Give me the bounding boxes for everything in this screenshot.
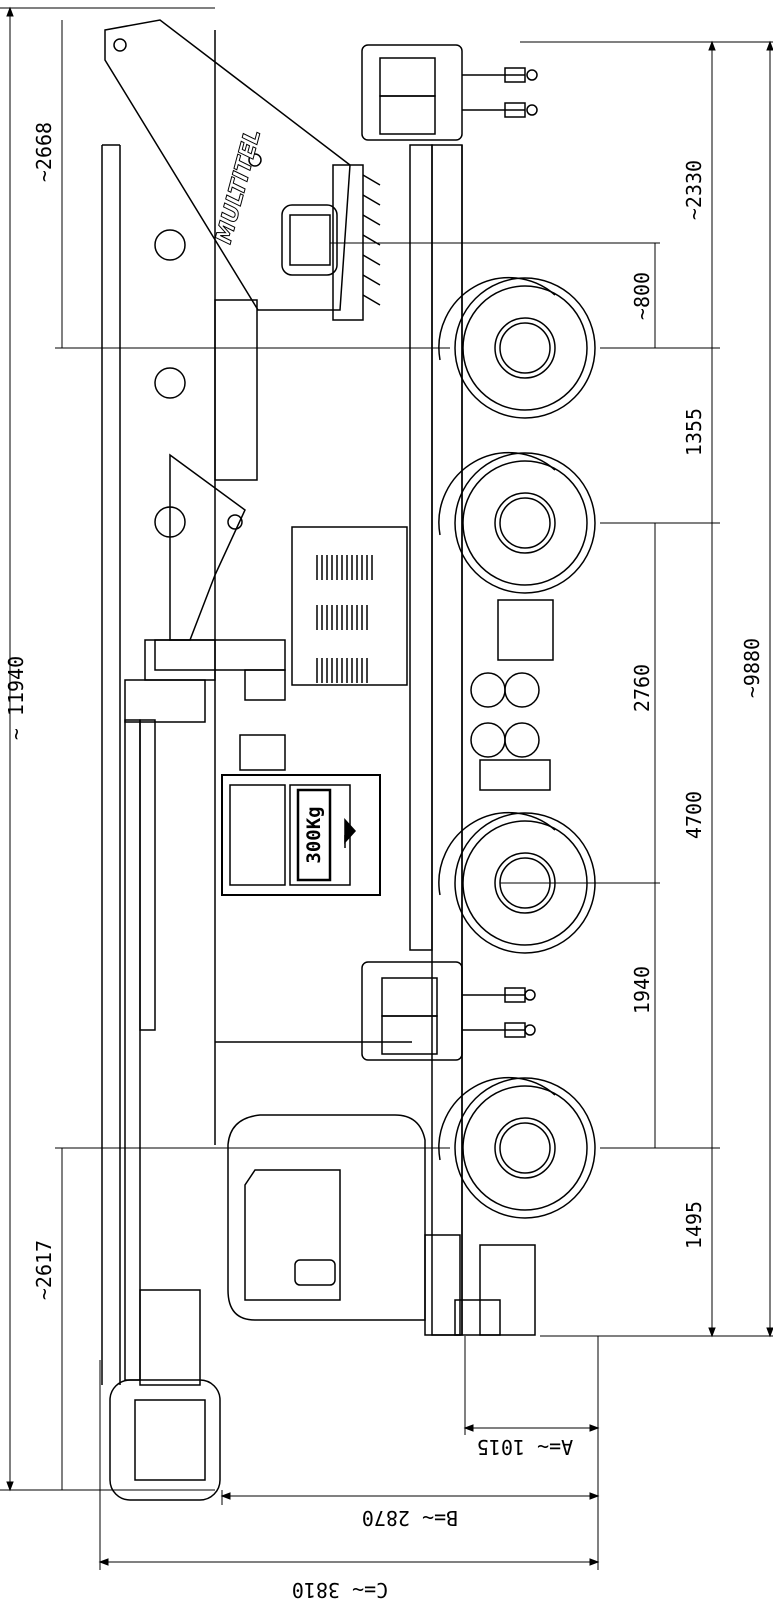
air-tanks (470, 599, 554, 791)
multitel-logo: MULTITEL (211, 126, 267, 247)
chassis-frame (214, 30, 463, 1336)
offset-800-label: ~800 (630, 271, 654, 321)
front-outrigger (361, 44, 538, 141)
wheel-axle-4 (438, 1076, 596, 1219)
overall-length-label: ~ 11940 (4, 655, 28, 741)
side-cabinet-vents (291, 526, 408, 686)
axle-2-3-distance-label: 4700 (682, 790, 706, 840)
brand-logo-text: MULTITEL (212, 127, 267, 247)
width-c-label: C=~ 3810 (291, 1578, 389, 1602)
boom-front-overhang-label: ~2668 (32, 121, 56, 183)
lower-telescopic-boom (109, 639, 286, 1501)
work-platform-basket (221, 734, 381, 896)
platform-load-capacity-label: 300Kg (303, 806, 325, 864)
width-b-label: B=~ 2870 (361, 1506, 459, 1530)
boom-rear-overhang-label: ~2617 (32, 1239, 56, 1301)
wheel-axle-1 (438, 276, 596, 419)
total-wheelbase-label: ~9880 (740, 637, 764, 699)
axle-2-3-partial-label: 2760 (630, 663, 654, 713)
axle-1-2-distance-label: 1355 (682, 407, 706, 457)
boom-outline-frame (101, 144, 246, 1385)
rear-outrigger (361, 961, 536, 1061)
width-a-label: A=~ 1015 (476, 1435, 574, 1459)
front-overhang-label: ~2330 (682, 159, 706, 221)
axle-3-4-distance-label: 1940 (630, 965, 654, 1015)
rear-overhang-label: 1495 (682, 1200, 706, 1250)
dimension-lines (0, 6, 773, 1570)
upper-boom-arm (104, 19, 381, 481)
wheel-axle-3 (438, 811, 596, 954)
driver-cab (227, 1114, 536, 1336)
wheel-axle-2 (438, 451, 596, 594)
